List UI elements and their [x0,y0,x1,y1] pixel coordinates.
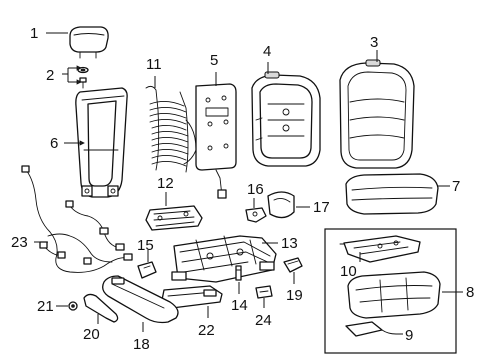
callout-19: 19 [286,287,303,304]
seatback-frame-icon [75,87,128,198]
callout-21: 21 [37,298,54,315]
seat-adjuster-icon [171,235,277,283]
callout-7: 7 [452,178,460,195]
guide-bolt-icon [77,66,89,89]
callout-24: 24 [255,312,272,329]
knob-icon [283,257,303,273]
bracket-icon [245,207,267,223]
callout-2: 2 [46,67,54,84]
cushion-pad-icon [347,271,441,319]
switch-icon [137,261,157,279]
handle-icon [83,293,119,323]
callout-15: 15 [137,237,154,254]
callout-8: 8 [466,284,474,301]
cushion-cover-icon [345,173,439,215]
callout-22: 22 [198,322,215,339]
inset-box [324,228,457,354]
heater-mat-icon [339,235,421,263]
back-panel-icon [195,83,237,199]
callout-18: 18 [133,336,150,353]
callout-20: 20 [83,326,100,343]
callout-13: 13 [281,235,298,252]
callout-9: 9 [405,327,413,344]
sensor-icon [345,321,397,337]
side-shield-icon [102,275,179,324]
cushion-frame-icon [145,205,203,231]
callout-1: 1 [30,25,38,42]
callout-3: 3 [370,34,378,51]
callout-23: 23 [11,234,28,251]
callout-11: 11 [146,56,162,73]
switch-bezel-icon [255,285,273,299]
callout-16: 16 [247,181,264,198]
clip-icon [235,265,242,281]
callout-6: 6 [50,135,58,152]
seatback-pad-icon [251,71,321,167]
trim-bezel-icon [267,191,295,219]
callout-5: 5 [210,52,218,69]
callout-17: 17 [313,199,330,216]
screw-cap-icon [68,301,78,311]
callout-4: 4 [263,43,271,60]
seatback-cover-icon [339,59,415,169]
lumbar-support-icon [145,85,197,173]
callout-10: 10 [340,263,357,280]
callout-14: 14 [231,297,248,314]
headrest-icon [69,26,109,59]
wiring-harness-icon [21,165,133,273]
callout-12: 12 [157,175,174,192]
